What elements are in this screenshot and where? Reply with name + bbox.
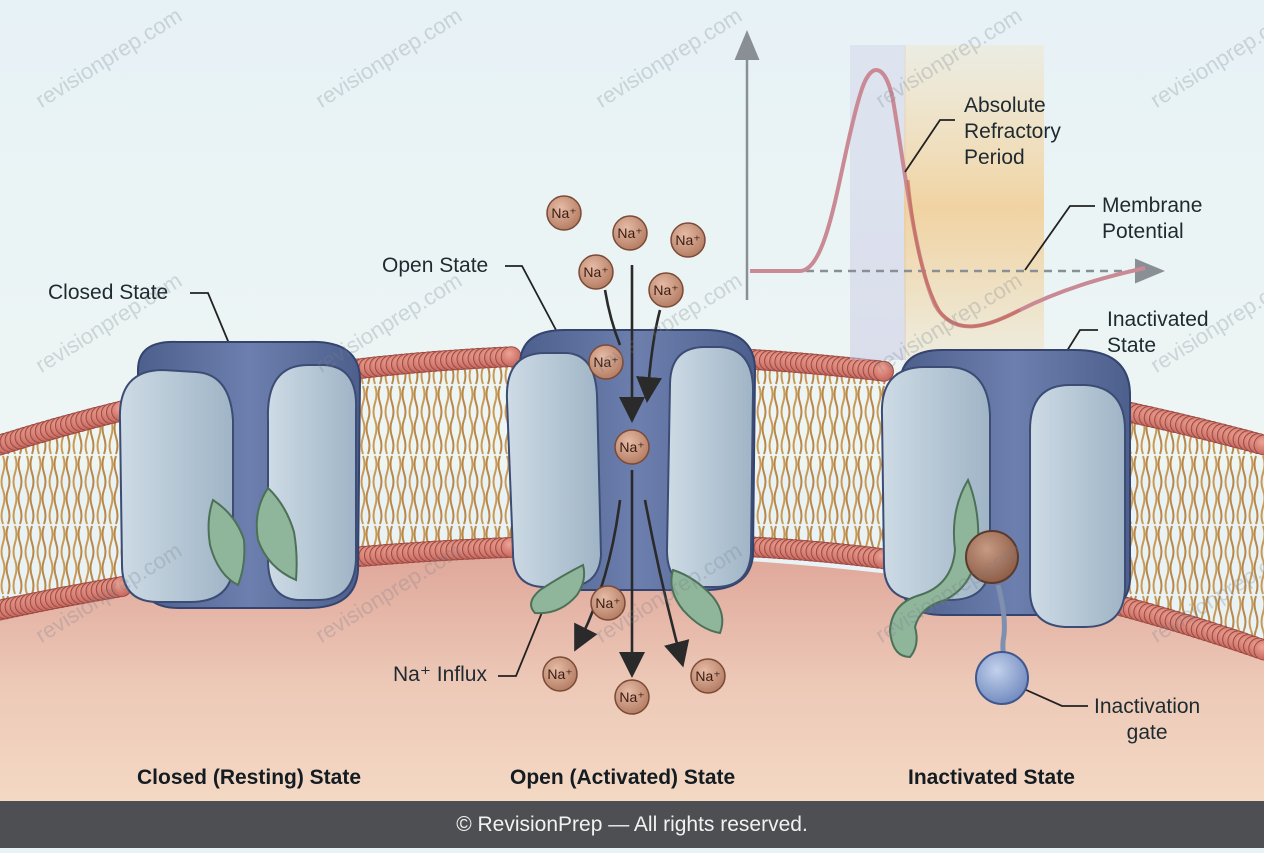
membrane-potential-label: Membrane Potential [1102, 194, 1203, 243]
copyright-text: © RevisionPrep — All rights reserved. [456, 812, 808, 836]
refractory-curve-segment [906, 179, 1021, 328]
sodium-ion: Na⁺ [542, 656, 578, 692]
inactivated-state-label: Inactivated State [1107, 308, 1209, 357]
svg-text:Na⁺: Na⁺ [595, 595, 620, 611]
lipid-head [1253, 639, 1264, 661]
closed-gate-right [255, 486, 298, 582]
sodium-ion: Na⁺ [578, 254, 614, 290]
svg-text:Na⁺: Na⁺ [695, 668, 720, 684]
sodium-ion: Na⁺ [670, 222, 706, 258]
closed-state-label: Closed State [48, 281, 169, 304]
svg-text:Na⁺: Na⁺ [619, 439, 644, 455]
copyright-footer: © RevisionPrep — All rights reserved. [0, 801, 1264, 848]
inactivated-channel [880, 349, 1131, 705]
absolute-refractory-period-label: Absolute Refractory Period [964, 94, 1061, 169]
svg-text:Na⁺: Na⁺ [619, 689, 644, 705]
sodium-ion: Na⁺ [612, 215, 648, 251]
svg-text:Na⁺: Na⁺ [653, 282, 678, 298]
svg-text:Na⁺: Na⁺ [547, 666, 572, 682]
absolute-refractory-band [904, 45, 1044, 370]
open-activated-caption: Open (Activated) State [510, 766, 736, 789]
open-subunit-left [505, 352, 603, 588]
svg-text:Na⁺: Na⁺ [675, 232, 700, 248]
closed-subunit-left [118, 368, 234, 603]
svg-text:Na⁺: Na⁺ [551, 205, 576, 221]
inactivated-caption: Inactivated State [908, 766, 1075, 789]
svg-text:Na⁺: Na⁺ [583, 264, 608, 280]
sodium-ion: Na⁺ [588, 344, 624, 380]
action-potential-graph [734, 30, 1165, 370]
open-subunit-right [665, 346, 755, 588]
lipid-head [1253, 434, 1264, 456]
action-potential-curve [750, 68, 1146, 329]
na-influx-label: Na⁺ Influx [393, 663, 487, 686]
sodium-ion: Na⁺ [546, 195, 582, 231]
svg-text:Na⁺: Na⁺ [593, 354, 618, 370]
sodium-ion: Na⁺ [590, 585, 626, 621]
lipid-head [872, 360, 894, 382]
sodium-ion: Na⁺ [614, 679, 650, 715]
depolarization-band [850, 45, 906, 360]
sodium-ion: Na⁺ [648, 272, 684, 308]
open-gate-right [670, 568, 724, 635]
sodium-ions: Na⁺ Na⁺ Na⁺ Na⁺ Na⁺ Na⁺ Na⁺ Na⁺ Na⁺ Na⁺ Na⁺ [542, 195, 726, 715]
influx-arrows [574, 265, 690, 678]
upper-lipid-heads [0, 346, 1264, 456]
open-gate-left [530, 563, 586, 615]
closed-gate-left [207, 498, 246, 587]
inactivation-plug [965, 530, 1019, 584]
inactivation-gate-label: Inactivation gate [1094, 695, 1201, 744]
sodium-ion: Na⁺ [690, 658, 726, 694]
sodium-ion: Na⁺ [614, 429, 650, 465]
closed-resting-caption: Closed (Resting) State [137, 766, 362, 789]
closed-channel [118, 340, 362, 609]
inactivation-gate-ball [975, 651, 1029, 705]
open-state-label: Open State [382, 254, 489, 277]
inactivated-subunit-right [1029, 384, 1126, 628]
svg-text:Na⁺: Na⁺ [617, 225, 642, 241]
